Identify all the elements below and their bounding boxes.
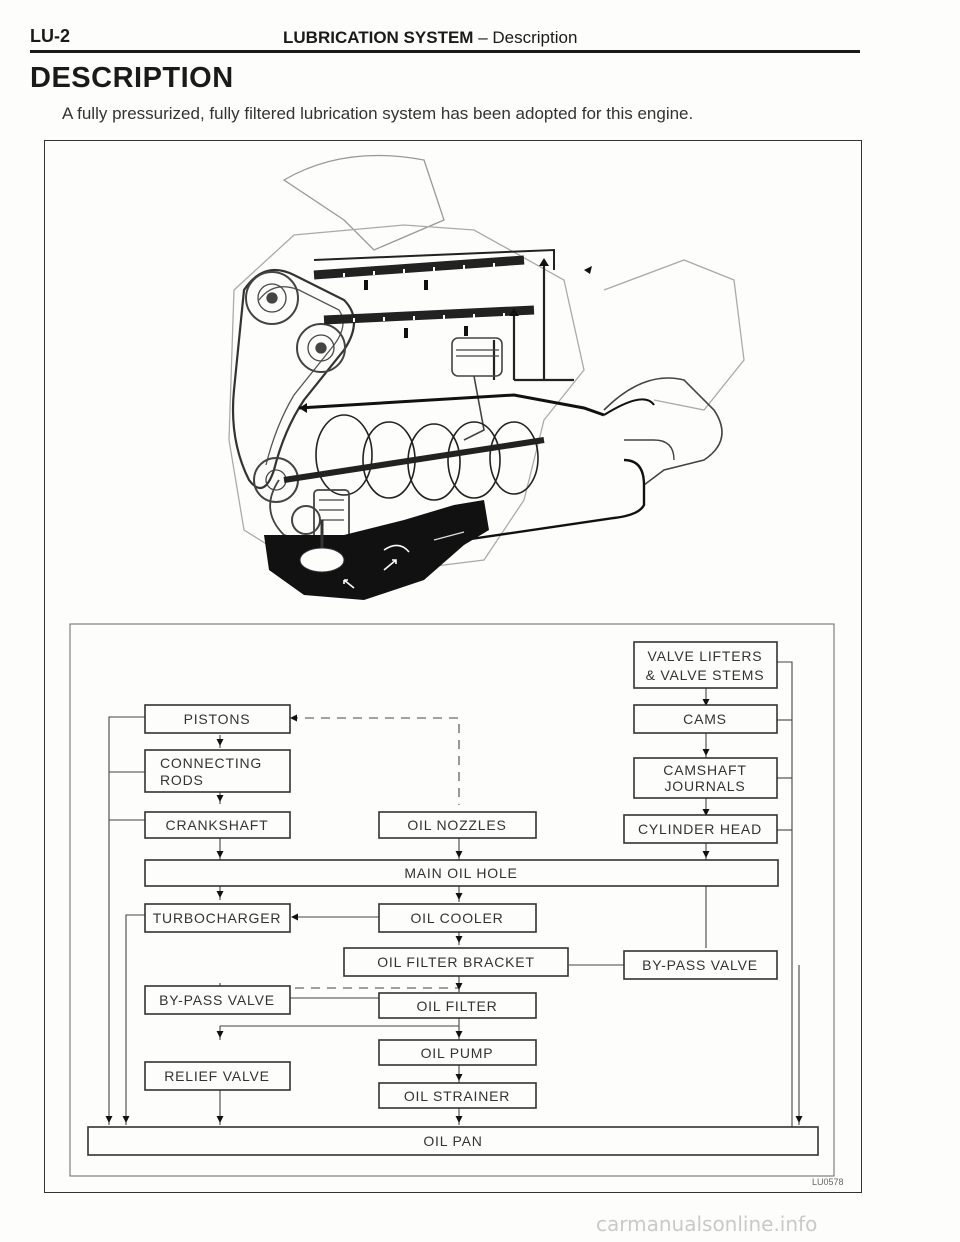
page-number: LU-2	[30, 26, 70, 46]
figure-id: LU0578	[812, 1177, 844, 1187]
label-cylinder-head: CYLINDER HEAD	[638, 821, 762, 837]
intro-paragraph: A fully pressurized, fully filtered lubr…	[62, 104, 694, 123]
label-cams: CAMS	[683, 711, 727, 727]
label-bypass-valve-right: BY-PASS VALVE	[642, 957, 758, 973]
box-turbocharger	[144, 903, 291, 933]
label-oil-filter-bracket: OIL FILTER BRACKET	[377, 954, 535, 970]
lubrication-flow-diagram: VALVE LIFTERS & VALVE STEMS PISTONS CAMS…	[69, 623, 835, 1177]
box-cylinder-head	[623, 814, 778, 844]
label-oil-strainer: OIL STRAINER	[404, 1088, 510, 1104]
box-crankshaft	[144, 811, 291, 839]
oil-pan-shape	[264, 500, 489, 600]
box-main-oil-hole	[144, 859, 779, 887]
label-oil-filter: OIL FILTER	[416, 998, 497, 1014]
box-oil-nozzles	[378, 811, 537, 839]
watermark: carmanualsonline.info	[596, 1212, 818, 1236]
box-oil-filter	[378, 992, 537, 1019]
engine-illustration	[228, 154, 745, 600]
label-connecting-rods-2: RODS	[160, 772, 204, 788]
box-bypass-valve-right	[623, 950, 778, 980]
label-pistons: PISTONS	[184, 711, 251, 727]
label-oil-nozzles: OIL NOZZLES	[407, 817, 506, 833]
box-oil-cooler	[378, 903, 537, 933]
label-crankshaft: CRANKSHAFT	[166, 817, 269, 833]
label-turbocharger: TURBOCHARGER	[153, 910, 282, 926]
box-oil-filter-bracket	[343, 947, 569, 977]
label-oil-pump: OIL PUMP	[421, 1045, 494, 1061]
label-main-oil-hole: MAIN OIL HOLE	[404, 865, 517, 881]
box-bypass-valve-left	[144, 985, 291, 1015]
label-camshaft-journals-1: CAMSHAFT	[663, 762, 746, 778]
box-valve-lifters	[633, 641, 778, 689]
section-title: LUBRICATION SYSTEM	[283, 28, 474, 47]
box-relief-valve	[144, 1061, 291, 1091]
box-oil-strainer	[378, 1082, 537, 1109]
section-subtitle: – Description	[478, 28, 578, 47]
section-header: LUBRICATION SYSTEM – Description	[283, 28, 577, 48]
label-oil-cooler: OIL COOLER	[410, 910, 503, 926]
label-oil-pan: OIL PAN	[423, 1133, 482, 1149]
box-pistons	[144, 704, 291, 734]
page-title: DESCRIPTION	[30, 62, 234, 94]
label-relief-valve: RELIEF VALVE	[164, 1068, 270, 1084]
box-cams	[633, 704, 778, 734]
label-bypass-valve-left: BY-PASS VALVE	[159, 992, 275, 1008]
box-connecting-rods	[144, 749, 291, 793]
label-valve-lifters-2: & VALVE STEMS	[646, 667, 765, 683]
label-valve-lifters-1: VALVE LIFTERS	[648, 648, 763, 664]
figure-frame	[44, 140, 862, 1193]
box-camshaft-journals	[633, 757, 778, 799]
box-oil-pump	[378, 1039, 537, 1066]
label-camshaft-journals-2: JOURNALS	[664, 778, 745, 794]
box-oil-pan	[87, 1126, 819, 1156]
header-rule	[30, 50, 860, 53]
label-connecting-rods-1: CONNECTING	[160, 755, 262, 771]
